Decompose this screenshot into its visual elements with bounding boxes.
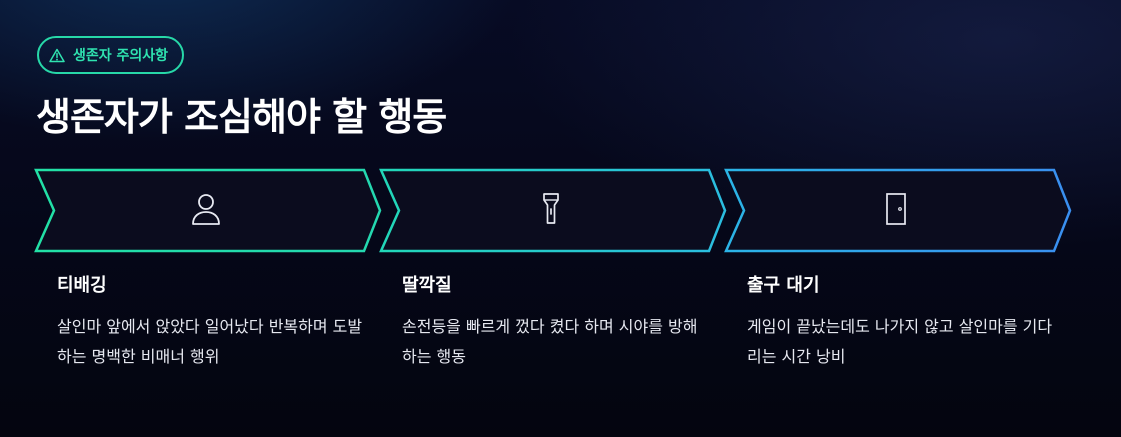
step-card-exit-waiting bbox=[724, 168, 1072, 253]
badge-label: 생존자 주의사항 bbox=[73, 48, 169, 64]
warning-badge: 생존자 주의사항 bbox=[37, 36, 185, 74]
person-icon bbox=[191, 192, 221, 230]
step-card-flashlight bbox=[379, 168, 727, 253]
step-title: 딸깍질 bbox=[402, 275, 452, 296]
step-description: 게임이 끝났는데도 나가지 않고 살인마를 기다리는 시간 낭비 bbox=[747, 317, 1053, 366]
step-card-tbagging bbox=[34, 168, 382, 253]
step-description: 손전등을 빠르게 껐다 켰다 하며 시야를 방해하는 행동 bbox=[402, 317, 698, 366]
step-title: 티배깅 bbox=[57, 275, 107, 296]
step-title: 출구 대기 bbox=[747, 275, 820, 296]
door-icon bbox=[884, 192, 908, 230]
warning-triangle-icon bbox=[49, 48, 65, 63]
flashlight-icon bbox=[541, 192, 561, 230]
step-description: 살인마 앞에서 앉았다 일어났다 반복하며 도발하는 명백한 비매너 행위 bbox=[57, 317, 363, 366]
page-title: 생존자가 조심해야 할 행동 bbox=[36, 95, 447, 139]
